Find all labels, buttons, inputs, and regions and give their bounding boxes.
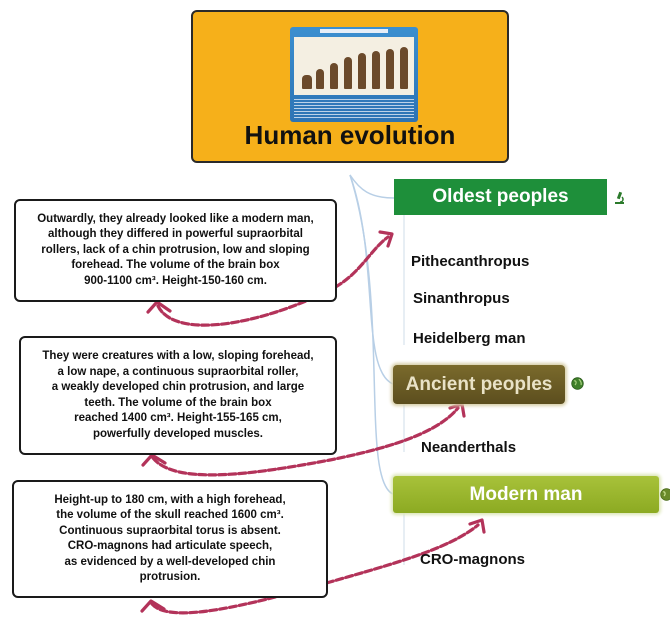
note-line: Height-up to 180 cm, with a high forehea…	[54, 493, 286, 506]
note-line: CRO-magnons had articulate speech,	[67, 540, 273, 552]
root-title: Human evolution	[244, 120, 456, 150]
branch-modern-man[interactable]: Modern man	[393, 476, 659, 513]
note-line: forehead. The volume of the brain box	[71, 259, 280, 272]
arrowhead-ancient-branch	[448, 402, 466, 418]
subtopic-neanderthals[interactable]: Neanderthals	[421, 439, 517, 456]
branch-oldest-label: Oldest peoples	[432, 186, 569, 207]
note-line: the volume of the skull reached 1600 cm³…	[56, 509, 284, 521]
arrowhead-oldest-note	[146, 300, 172, 314]
branch-ancient-label: Ancient peoples	[405, 373, 553, 395]
subtopic-heidelberg-man[interactable]: Heidelberg man	[413, 330, 526, 347]
note-line: as evidenced by a well-developed chin	[64, 555, 276, 568]
connector-root-modern	[349, 174, 394, 495]
note-line: teeth. The volume of the brain box	[84, 396, 272, 409]
note-line: rollers, lack of a chin protrusion, low …	[41, 243, 310, 256]
subtopic-cro-magnons[interactable]: CRO-magnons	[420, 551, 525, 568]
root-topic[interactable]: Human evolution	[191, 10, 509, 163]
note-line: a low nape, a continuous supraorbital ro…	[57, 365, 299, 378]
subtopic-sinanthropus[interactable]: Sinanthropus	[413, 290, 510, 307]
arrowhead-ancient-note	[141, 453, 167, 467]
note-line: Outwardly, they already looked like a mo…	[37, 212, 314, 225]
branch-modern-label: Modern man	[469, 483, 583, 505]
note-line: protrusion.	[139, 571, 201, 583]
connector-root-ancient	[349, 174, 394, 385]
note-line: although they differed in powerful supra…	[48, 228, 303, 241]
note-line: Continuous supraorbital torus is absent.	[59, 524, 281, 537]
human-evolution-illustration	[290, 27, 418, 122]
note-line: 900-1100 cm³. Height-150-160 cm.	[84, 274, 267, 287]
arrowhead-oldest-branch	[378, 230, 394, 248]
branch-oldest-peoples[interactable]: Oldest peoples	[394, 179, 607, 215]
globe-icon[interactable]	[571, 377, 584, 392]
arrowhead-modern-note	[140, 599, 166, 613]
arrowhead-modern-branch	[468, 518, 486, 534]
subtopic-pithecanthropus[interactable]: Pithecanthropus	[411, 253, 530, 270]
note-oldest-peoples[interactable]: Outwardly, they already looked like a mo…	[14, 199, 337, 302]
connector-root-oldest	[349, 174, 395, 199]
note-line: powerfully developed muscles.	[92, 427, 263, 440]
note-line: They were creatures with a low, sloping …	[42, 350, 314, 362]
note-line: reached 1400 cm³. Height-155-165 cm,	[74, 412, 282, 424]
microscope-icon[interactable]	[613, 191, 626, 207]
branch-ancient-peoples[interactable]: Ancient peoples	[393, 365, 565, 404]
globe-icon[interactable]	[660, 488, 670, 503]
note-modern-man[interactable]: Height-up to 180 cm, with a high forehea…	[12, 480, 328, 598]
note-line: a weakly developed chin protrusion, and …	[51, 381, 305, 393]
note-ancient-peoples[interactable]: They were creatures with a low, sloping …	[19, 336, 337, 455]
